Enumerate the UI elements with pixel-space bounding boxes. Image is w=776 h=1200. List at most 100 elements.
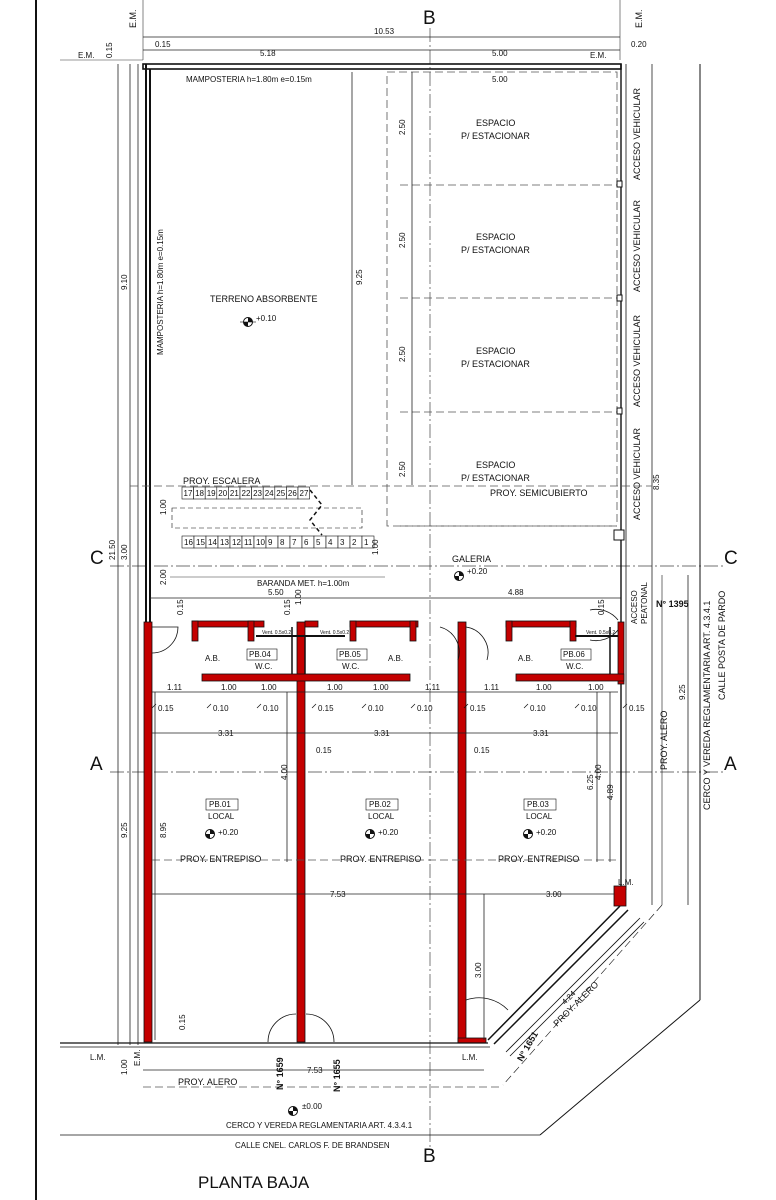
yard-wall-top: MAMPOSTERIA h=1.80m e=0.15m — [186, 75, 312, 84]
local-level: +0.20 — [378, 828, 399, 837]
parking-space-4-line1: ESPACIO — [476, 460, 515, 470]
page-title: PLANTA BAJA — [198, 1173, 310, 1192]
vehicle-access-2: ACCESO VEHICULAR — [632, 199, 642, 292]
restroom-dim: 1.00 — [261, 683, 277, 692]
right-street: CALLE POSTA DE PARDO — [717, 591, 727, 700]
street-level-icon — [288, 1106, 298, 1116]
dim-total-width: 10.53 — [374, 27, 395, 36]
local-name: LOCAL — [208, 812, 235, 821]
stair-step-number: 22 — [242, 489, 251, 498]
em-top-right: E.M. — [634, 9, 644, 28]
restroom-gap: 0.15 — [158, 704, 174, 713]
gallery-dim-left: 5.50 — [268, 588, 284, 597]
stair-step-number: 24 — [265, 489, 274, 498]
dim-left-lower: 9.25 — [120, 822, 129, 838]
parking-space-1-line2: P/ ESTACIONAR — [461, 131, 530, 141]
stair-rail: BARANDA MET. h=1.00m — [257, 579, 350, 588]
restroom-gap: 0.15 — [629, 704, 645, 713]
stair-step-number: 13 — [220, 538, 229, 547]
parking-space-3-line2: P/ ESTACIONAR — [461, 359, 530, 369]
local-right-h2: 4.00 — [594, 764, 603, 780]
vehicle-access-4: ACCESO VEHICULAR — [632, 427, 642, 520]
restroom-1-id: PB.04 — [249, 650, 271, 659]
local-right-h3: 4.89 — [606, 784, 615, 800]
structural-walls — [143, 620, 627, 1044]
parking-space-3-depth: 2.50 — [398, 346, 407, 362]
stair-step-number: 1 — [364, 538, 369, 547]
unit-2-width: 3.31 — [374, 729, 390, 738]
restroom-dim: 1.11 — [484, 683, 500, 692]
restroom-2-id: PB.05 — [339, 650, 361, 659]
parking-space-2-line2: P/ ESTACIONAR — [461, 245, 530, 255]
axis-a-left-label: A — [90, 754, 104, 775]
gallery-dim-small2: 0.15 — [283, 599, 292, 615]
local-mid-h: 4.00 — [280, 764, 289, 780]
stair-step-number: 17 — [184, 489, 193, 498]
local-chamfer-h: 3.00 — [474, 962, 483, 978]
lm-bottom-mark: L.M. — [462, 1053, 478, 1062]
axis-b-top-label: B — [423, 8, 437, 29]
dim-left-span: 5.18 — [260, 49, 276, 58]
local-name: LOCAL — [526, 812, 553, 821]
local-id-box — [205, 798, 239, 811]
stair-step-number: 14 — [208, 538, 217, 547]
gallery-dim-right: 4.88 — [508, 588, 524, 597]
parking-space-1-line1: ESPACIO — [476, 118, 515, 128]
local-id-box — [523, 798, 557, 811]
dim-left-bottom: 1.00 — [120, 1059, 129, 1075]
pedestrian-access-number: N° 1395 — [656, 599, 689, 609]
street-number-1659: N° 1659 — [275, 1057, 285, 1090]
local-level: +0.20 — [218, 828, 239, 837]
restroom-3-id: PB.06 — [563, 650, 585, 659]
axis-c-left-label: C — [90, 548, 105, 569]
stair-label: PROY. ESCALERA — [183, 476, 260, 486]
vehicle-access-1: ACCESO VEHICULAR — [632, 87, 642, 180]
pedestrian-access-line2: PEATONAL — [640, 582, 649, 624]
dim-right-lower: 9.25 — [678, 684, 687, 700]
stair-step-number: 21 — [230, 489, 239, 498]
street-number-1655: N° 1655 — [332, 1059, 342, 1092]
chamfer-alero: PROY. ALERO — [551, 979, 600, 1028]
restroom-gap: 0.10 — [417, 704, 433, 713]
restroom-dim: 1.00 — [373, 683, 389, 692]
unit-gap-1: 0.15 — [316, 746, 332, 755]
local-id-box — [365, 798, 399, 811]
local-mezzanine: PROY. ENTREPISO — [498, 854, 579, 864]
stair-step-number: 19 — [207, 489, 216, 498]
stair-step-number: 10 — [256, 538, 265, 547]
local-name: LOCAL — [368, 812, 395, 821]
restroom-dim: 1.11 — [167, 683, 183, 692]
local-mezzanine: PROY. ENTREPISO — [340, 854, 421, 864]
vehicle-access-3: ACCESO VEHICULAR — [632, 314, 642, 407]
em-bottom-mark: E.M. — [133, 1050, 142, 1066]
unit-3-width: 3.31 — [533, 729, 549, 738]
stair-step — [297, 486, 310, 500]
bottom-fence: CERCO Y VEREDA REGLAMENTARIA ART. 4.3.4.… — [226, 1121, 413, 1130]
stair-step-number: 18 — [195, 489, 204, 498]
dim-left-upper: 9.10 — [120, 274, 129, 290]
restroom-dim: 1.00 — [327, 683, 343, 692]
restroom-2-name: W.C. — [342, 662, 359, 671]
dim-right-upper: 8.35 — [652, 474, 661, 490]
stair-dim-bottom: 2.00 — [159, 569, 168, 585]
restroom-gap: 0.10 — [368, 704, 384, 713]
parking-width-dim: 5.00 — [492, 75, 508, 84]
street-level: ±0.00 — [302, 1102, 323, 1111]
unit-gap-2: 0.15 — [474, 746, 490, 755]
bottom-alero: PROY. ALERO — [178, 1077, 237, 1087]
restroom-dim: 1.00 — [536, 683, 552, 692]
restroom-gap: 0.15 — [318, 704, 334, 713]
yard-label: TERRENO ABSORBENTE — [210, 294, 318, 304]
local-right-h1: 6.25 — [586, 774, 595, 790]
stair-step-number: 3 — [340, 538, 345, 547]
local-left-h: 8.95 — [159, 822, 168, 838]
stair-step-number: 5 — [316, 538, 321, 547]
right-fence: CERCO Y VEREDA REGLAMENTARIA ART. 4.3.4.… — [702, 601, 712, 810]
restroom-3-vent: Vent. 0.5x0.2 — [586, 630, 615, 636]
local-id: PB.01 — [209, 800, 231, 809]
restroom-1-vent: Vent. 0.5x0.2 — [262, 630, 291, 636]
